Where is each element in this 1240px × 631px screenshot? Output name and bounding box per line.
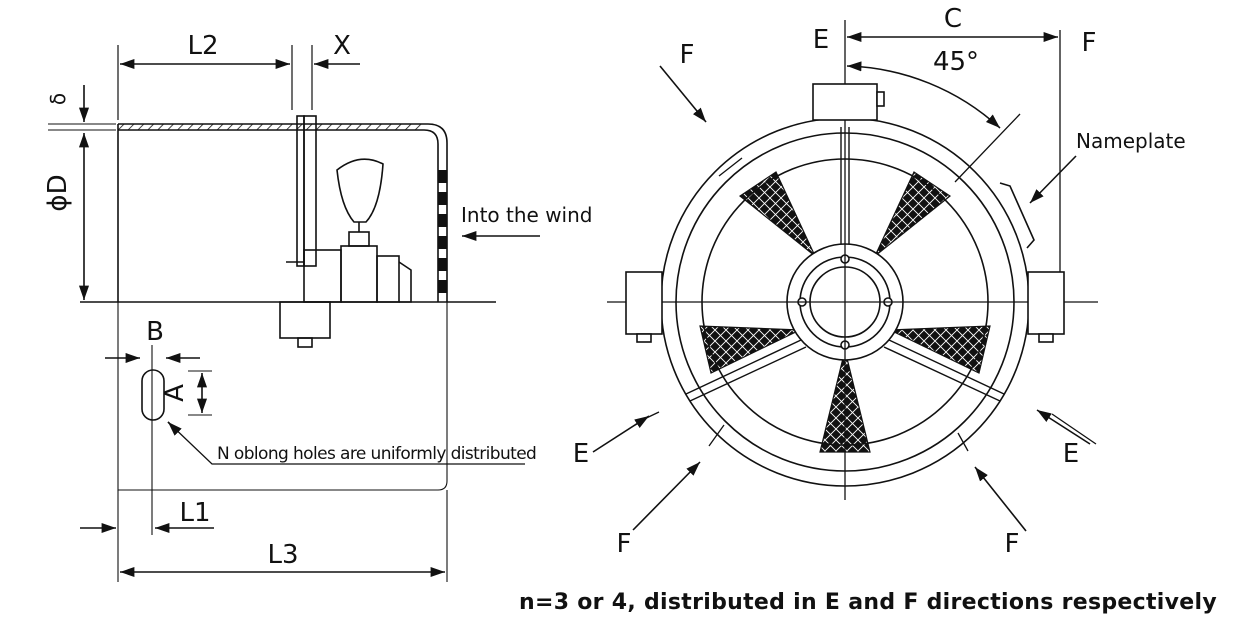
side-view-labels: L2 X δ ϕD Into the wind B A N oblong hol… <box>43 31 592 570</box>
angle-label: 45° <box>933 47 979 77</box>
dim-A-label: A <box>160 384 190 402</box>
caption: n=3 or 4, distributed in E and F directi… <box>519 590 1217 615</box>
struts <box>685 127 1005 402</box>
nameplate-label: Nameplate <box>1076 129 1186 153</box>
front-view-labels: E C 45° F F Nameplate E E F F <box>573 4 1186 559</box>
motor-assembly <box>279 115 412 348</box>
dim-delta-label: δ <box>46 93 70 105</box>
fan-blades <box>699 171 991 453</box>
axis-F-top-right-label: F <box>1082 28 1097 58</box>
nameplate-plate <box>999 182 1035 249</box>
axis-E-top-label: E <box>813 25 829 55</box>
axis-E-right-label: E <box>1063 439 1079 469</box>
dim-X-label: X <box>333 31 351 61</box>
axis-F-top-left-label: F <box>680 40 695 70</box>
axis-E-left-label: E <box>573 439 589 469</box>
dim-phiD-label: ϕD <box>43 174 73 211</box>
casing-shell <box>117 123 448 491</box>
dim-L1-label: L1 <box>179 498 210 528</box>
holes-note: N oblong holes are uniformly distributed <box>217 444 536 464</box>
mounting-foot-left <box>625 271 663 343</box>
wind-direction-label: Into the wind <box>461 203 592 227</box>
terminal-box <box>812 83 878 121</box>
mounting-foot-right <box>1027 271 1065 343</box>
side-view <box>48 45 540 582</box>
axis-F-bottom-right-label: F <box>1005 529 1020 559</box>
dim-L3-label: L3 <box>267 540 298 570</box>
dim-B-label: B <box>146 317 164 347</box>
oblong-hole <box>141 369 165 421</box>
front-view <box>592 20 1098 532</box>
dim-C-label: C <box>944 4 962 34</box>
dim-L2-label: L2 <box>187 31 218 61</box>
axis-F-bottom-left-label: F <box>617 529 632 559</box>
